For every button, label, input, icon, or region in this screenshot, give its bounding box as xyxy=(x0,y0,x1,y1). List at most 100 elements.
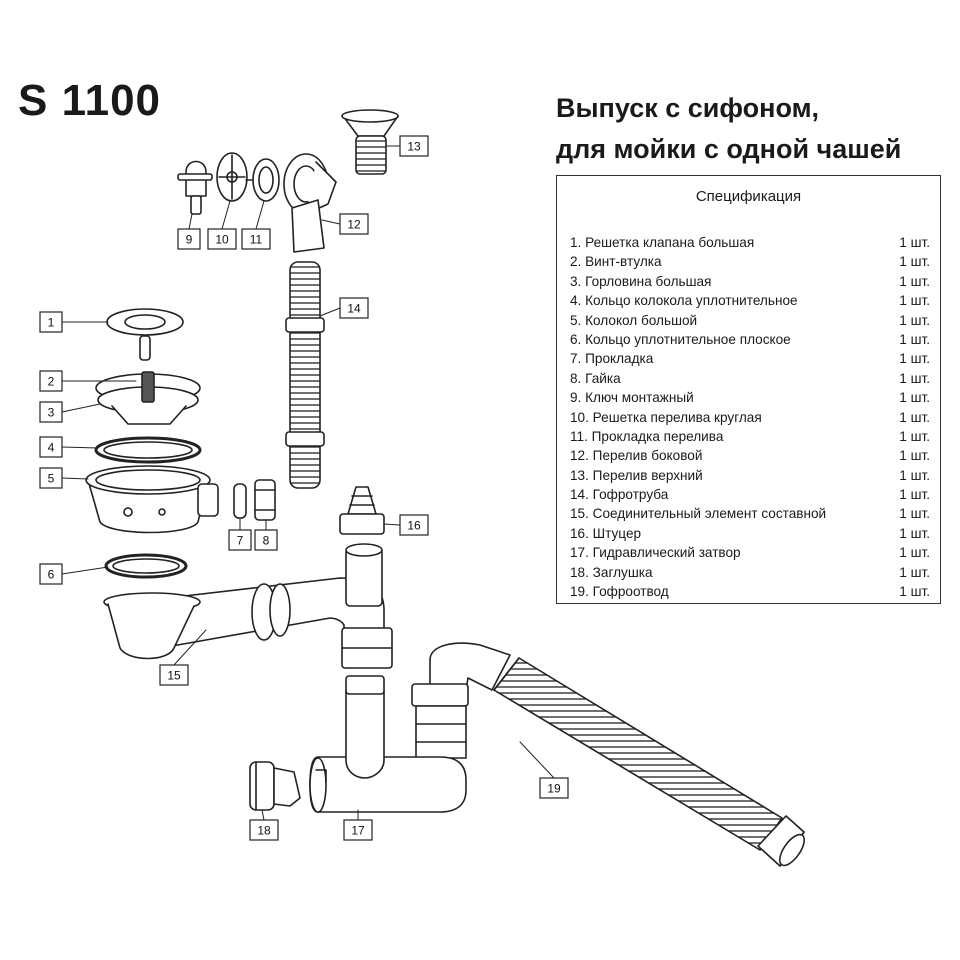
spec-item-qty: 1 шт. xyxy=(899,564,930,580)
callout-11: 11 xyxy=(241,228,271,250)
spec-item-qty: 1 шт. xyxy=(899,351,930,367)
callout-number: 13 xyxy=(407,140,421,154)
spec-item-name: 8. Гайка xyxy=(570,370,621,386)
callout-number: 19 xyxy=(547,782,561,796)
spec-item-qty: 1 шт. xyxy=(899,545,930,561)
callout-number: 16 xyxy=(407,519,421,533)
spec-item-name: 10. Решетка перелива круглая xyxy=(570,409,762,425)
spec-item-name: 17. Гидравлический затвор xyxy=(570,545,741,561)
callout-17: 17 xyxy=(343,819,373,841)
spec-item-17: 17. Гидравлический затвор 1 шт. xyxy=(570,543,930,562)
spec-item-qty: 1 шт. xyxy=(899,487,930,503)
spec-item-name: 14. Гофротруба xyxy=(570,487,669,503)
spec-item-qty: 1 шт. xyxy=(899,254,930,270)
part-15-connector xyxy=(103,543,393,669)
part-19-outlet-hose xyxy=(493,657,806,867)
spec-item-qty: 1 шт. xyxy=(899,409,930,425)
callout-14: 14 xyxy=(339,297,369,319)
part-17-water-trap xyxy=(309,642,511,813)
callout-number: 14 xyxy=(347,302,361,316)
callout-5: 5 xyxy=(39,467,63,489)
spec-item-name: 9. Ключ монтажный xyxy=(570,390,694,406)
spec-item-name: 1. Решетка клапана большая xyxy=(570,235,755,250)
spec-item-name: 4. Кольцо колокола уплотнительное xyxy=(570,293,798,309)
callout-9: 9 xyxy=(177,228,201,250)
spec-item-11: 11. Прокладка перелива 1 шт. xyxy=(570,427,930,446)
callout-2: 2 xyxy=(39,370,63,392)
spec-item-19: 19. Гофроотвод 1 шт. xyxy=(570,582,930,601)
callout-10: 10 xyxy=(207,228,237,250)
callout-number: 11 xyxy=(250,233,263,247)
callout-number: 1 xyxy=(48,316,55,330)
spec-item-15: 15. Соединительный элемент составной 1 шт… xyxy=(570,504,930,523)
callout-3: 3 xyxy=(39,401,63,423)
callout-15: 15 xyxy=(159,664,189,686)
spec-item-9: 9. Ключ монтажный 1 шт. xyxy=(570,388,930,407)
callout-number: 10 xyxy=(215,233,229,247)
callout-12: 12 xyxy=(339,213,369,235)
callout-number: 7 xyxy=(237,534,244,548)
callout-labels: 1 2 3 4 5 6 7 8 9 10 11 12 13 14 15 16 1… xyxy=(39,135,569,841)
heading-line-2: для мойки с одной чашей xyxy=(556,134,902,164)
spec-item-7: 7. Прокладка 1 шт. xyxy=(570,349,930,368)
part-1-valve-grate xyxy=(106,308,184,361)
spec-item-name: 3. Горловина большая xyxy=(570,273,712,289)
callout-6: 6 xyxy=(39,563,63,585)
spec-item-qty: 1 шт. xyxy=(899,428,930,444)
spec-item-qty: 1 шт. xyxy=(899,312,930,328)
callout-18: 18 xyxy=(249,819,279,841)
spec-item-5: 5. Колокол большой 1 шт. xyxy=(570,311,930,330)
part-7-8-gasket-and-nut xyxy=(233,479,276,521)
callout-number: 8 xyxy=(263,534,270,548)
product-heading: Выпуск с сифоном, для мойки с одной чаше… xyxy=(556,88,901,170)
heading-line-1: Выпуск с сифоном, xyxy=(556,93,820,123)
part-16-nozzle xyxy=(339,486,385,535)
spec-item-qty: 1 шт. xyxy=(899,467,930,483)
spec-item-10: 10. Решетка перелива круглая 1 шт. xyxy=(570,408,930,427)
part-13-top-overflow xyxy=(341,109,399,175)
spec-item-13: 13. Перелив верхний 1 шт. xyxy=(570,466,930,485)
spec-item-name: 12. Перелив боковой xyxy=(570,448,703,464)
spec-item-qty: 1 шт. xyxy=(899,506,930,522)
part-11-overflow-gasket xyxy=(252,158,280,202)
callout-number: 17 xyxy=(351,824,365,838)
leader-lines xyxy=(61,145,555,821)
callout-7: 7 xyxy=(228,529,252,551)
callout-number: 9 xyxy=(186,233,193,247)
spec-item-name: 7. Прокладка xyxy=(570,351,654,367)
part-2-3-screw-and-throat xyxy=(95,371,201,425)
callout-number: 5 xyxy=(48,472,55,486)
spec-item-name: 5. Колокол большой xyxy=(570,312,698,328)
spec-item-qty: 1 шт. xyxy=(899,584,930,600)
spec-item-name: 11. Прокладка перелива xyxy=(570,428,724,444)
callout-number: 4 xyxy=(48,441,55,455)
callout-19: 19 xyxy=(539,777,569,799)
spec-item-name: 2. Винт-втулка xyxy=(570,254,662,270)
part-9-mounting-key xyxy=(177,160,213,215)
spec-item-name: 15. Соединительный элемент составной xyxy=(570,506,827,522)
callout-number: 6 xyxy=(48,568,55,582)
part-6-flat-ring xyxy=(104,553,188,579)
callout-number: 2 xyxy=(48,375,55,389)
spec-item-name: 16. Штуцер xyxy=(570,525,642,541)
spec-item-name: 13. Перелив верхний xyxy=(570,467,703,483)
spec-item-2: 2. Винт-втулка 1 шт. xyxy=(570,252,930,271)
model-title: S 1100 xyxy=(18,76,162,125)
spec-item-qty: 1 шт. xyxy=(899,331,930,347)
spec-item-name: 19. Гофроотвод xyxy=(570,584,669,600)
spec-item-qty: 1 шт. xyxy=(899,390,930,406)
callout-13: 13 xyxy=(399,135,429,157)
spec-title: Спецификация xyxy=(695,188,802,205)
callout-8: 8 xyxy=(254,529,278,551)
part-18-plug xyxy=(249,761,301,811)
callout-number: 12 xyxy=(347,218,361,232)
callout-4: 4 xyxy=(39,436,63,458)
